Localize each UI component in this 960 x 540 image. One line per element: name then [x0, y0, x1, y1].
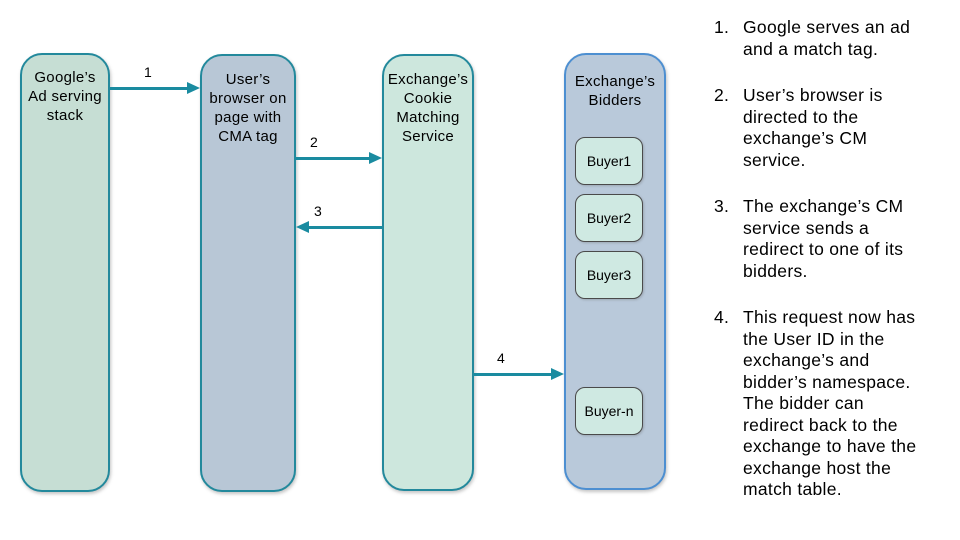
node-cookie-matching-service[interactable]: Exchange’s Cookie Matching Service — [382, 54, 474, 491]
arrow-line — [474, 372, 554, 376]
node-exchange-bidders-label: Exchange’s Bidders — [574, 73, 656, 109]
arrowhead-left-icon — [296, 221, 309, 233]
arrow-line — [296, 156, 372, 160]
node-buyer2[interactable]: Buyer2 — [575, 194, 643, 242]
arrow-step-1: 1 — [110, 64, 200, 94]
step-item-4: 4. This request now has the User ID in t… — [700, 307, 958, 501]
node-buyer3-label: Buyer3 — [586, 267, 632, 283]
step-item-2: 2. User’s browser is directed to the exc… — [700, 85, 958, 171]
step-item-1: 1. Google serves an ad and a match tag. — [700, 17, 958, 60]
node-user-browser[interactable]: User’s browser on page with CMA tag — [200, 54, 296, 492]
arrow-step-4: 4 — [474, 350, 564, 380]
step-text: User’s browser is directed to the exchan… — [743, 85, 883, 170]
node-user-browser-label: User’s browser on page with CMA tag — [209, 71, 287, 145]
arrow-step-1-label: 1 — [144, 64, 152, 80]
node-buyer1-label: Buyer1 — [586, 153, 632, 169]
arrow-step-2: 2 — [296, 134, 382, 164]
step-number: 1. — [714, 17, 730, 37]
node-google-ad-stack-label: Google’s Ad serving stack — [28, 69, 102, 124]
node-google-ad-stack[interactable]: Google’s Ad serving stack — [20, 53, 110, 492]
arrowhead-right-icon — [369, 152, 382, 164]
step-text: This request now has the User ID in the … — [743, 307, 917, 499]
arrow-step-2-label: 2 — [310, 134, 318, 150]
arrow-step-3: 3 — [296, 203, 382, 233]
step-number: 2. — [714, 85, 730, 105]
step-text: The exchange’s CM service sends a redire… — [743, 196, 904, 281]
arrowhead-right-icon — [187, 82, 200, 94]
node-buyer3[interactable]: Buyer3 — [575, 251, 643, 299]
arrow-step-3-label: 3 — [314, 203, 322, 219]
step-number: 4. — [714, 307, 730, 327]
steps-list: 1. Google serves an ad and a match tag. … — [700, 17, 958, 526]
arrow-line — [110, 86, 190, 90]
node-buyer1[interactable]: Buyer1 — [575, 137, 643, 185]
node-buyer-n-label: Buyer-n — [584, 403, 634, 419]
arrow-step-4-label: 4 — [497, 350, 505, 366]
node-cookie-matching-service-label: Exchange’s Cookie Matching Service — [387, 71, 469, 145]
step-item-3: 3. The exchange’s CM service sends a red… — [700, 196, 958, 282]
step-number: 3. — [714, 196, 730, 216]
arrow-line — [306, 225, 382, 229]
node-exchange-bidders[interactable]: Exchange’s Bidders Buyer1 Buyer2 Buyer3 … — [564, 53, 666, 490]
node-buyer2-label: Buyer2 — [586, 210, 632, 226]
step-text: Google serves an ad and a match tag. — [743, 17, 911, 59]
arrowhead-right-icon — [551, 368, 564, 380]
node-buyer-n[interactable]: Buyer-n — [575, 387, 643, 435]
